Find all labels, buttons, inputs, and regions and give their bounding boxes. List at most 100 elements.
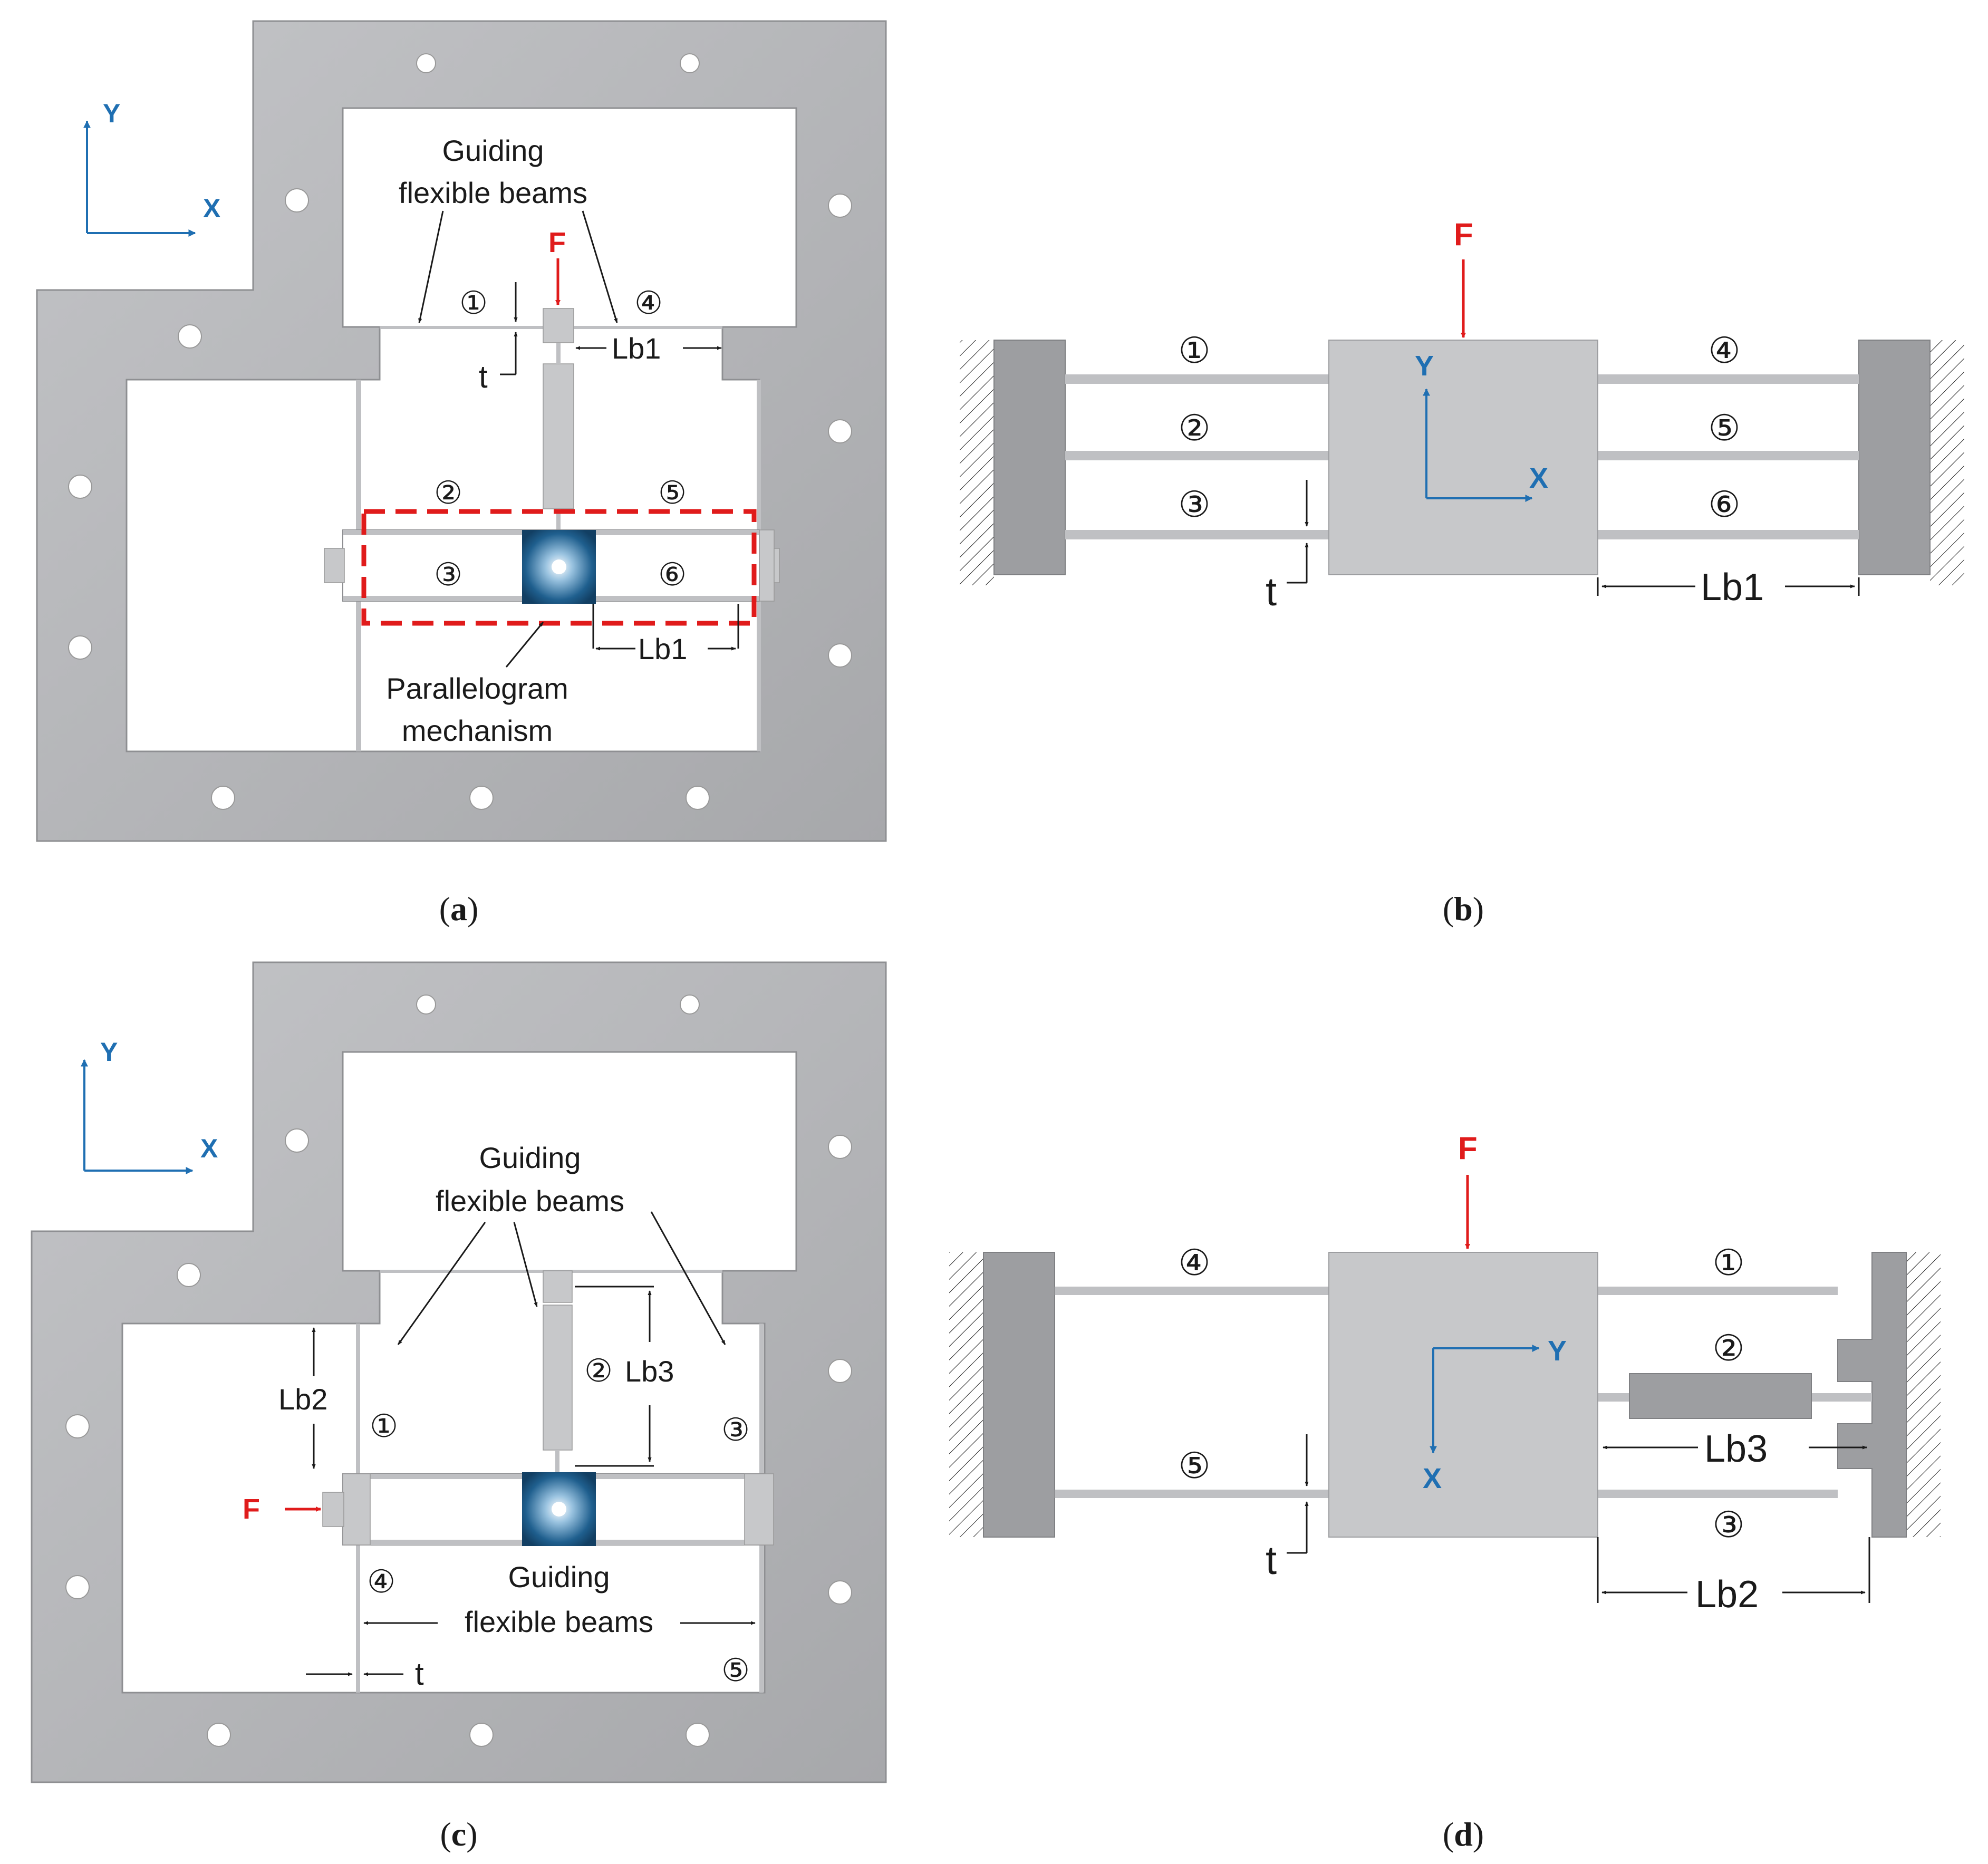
slider-end-right-c xyxy=(744,1473,774,1546)
beam-1-d xyxy=(1598,1287,1838,1295)
thickness-label-d: t xyxy=(1266,1538,1277,1583)
length-label-b: Lb1 xyxy=(1701,566,1764,609)
beam-marker-4-b: ④ xyxy=(1709,331,1741,371)
beam-markers-b: ① ② ③ ④ ⑤ ⑥ xyxy=(1179,331,1741,525)
beam-marker-4-a: ④ xyxy=(634,285,663,321)
length-label-bottom-a: Lb1 xyxy=(638,632,687,665)
beam-marker-5-a: ⑤ xyxy=(658,475,687,510)
fixed-support-right-b xyxy=(1858,340,1931,575)
thickness-dim-d: t xyxy=(1266,1434,1309,1583)
callout-guiding-bottom-line2-c: flexible beams xyxy=(465,1605,653,1638)
fixed-support-left-d xyxy=(983,1252,1055,1538)
panel-label-a: (a) xyxy=(439,890,479,928)
panel-b: Y X F ① ② ③ ④ ⑤ ⑥ t Lb1 (b) xyxy=(960,217,1964,928)
slider-end-left-c xyxy=(342,1473,371,1546)
length-dim-b2-c: Lb2 xyxy=(278,1327,327,1469)
mounting-holes-a xyxy=(68,53,852,810)
thickness-dim-c: t xyxy=(306,1656,424,1692)
panel-label-b: (b) xyxy=(1443,890,1484,928)
input-stub-a xyxy=(543,308,574,343)
hub-hole-a xyxy=(552,559,566,574)
force-a: F xyxy=(548,227,566,305)
beam-4-b xyxy=(1598,374,1859,384)
parallelogram-end-left-a xyxy=(324,548,345,583)
axis-x-label-b: X xyxy=(1529,462,1548,494)
length-label-b3-c: Lb3 xyxy=(625,1355,674,1388)
beam-5-b xyxy=(1598,451,1859,460)
beam-marker-4-d: ④ xyxy=(1179,1243,1211,1283)
beam-marker-5-c: ⑤ xyxy=(721,1653,750,1688)
beam-marker-2-a: ② xyxy=(434,475,462,510)
beam-5-d xyxy=(1055,1490,1329,1498)
length-dim-top-a: Lb1 xyxy=(575,332,722,365)
force-d: F xyxy=(1458,1131,1478,1249)
beam-4-d xyxy=(1055,1287,1329,1295)
parallelogram-outline-a xyxy=(361,509,757,626)
thickness-label-a: t xyxy=(479,359,488,394)
beam-marker-3-b: ③ xyxy=(1179,485,1211,525)
callout-leader-3-c xyxy=(650,1211,726,1345)
central-block-d xyxy=(1328,1252,1598,1538)
beam-marker-1-d: ① xyxy=(1713,1243,1745,1283)
length-dim-b2-d: Lb2 xyxy=(1597,1537,1870,1616)
length-dim-bottom-a: Lb1 xyxy=(592,604,739,665)
axes-c: Y X xyxy=(81,1037,218,1174)
beam-marker-1-b: ① xyxy=(1179,331,1211,371)
callout-leader-left-a xyxy=(418,210,444,323)
vertical-rod-a xyxy=(543,363,574,509)
thickness-label-c: t xyxy=(415,1656,424,1692)
rod-link-c xyxy=(555,1450,559,1474)
mounting-holes-c xyxy=(65,994,852,1747)
callout-leader-right-a xyxy=(582,210,618,323)
beam-marker-6-b: ⑥ xyxy=(1709,485,1741,525)
axes-d: X Y xyxy=(1423,1335,1567,1494)
force-label-a: F xyxy=(548,227,566,258)
force-label-d: F xyxy=(1458,1131,1478,1166)
callout-parallelogram-line2-a: mechanism xyxy=(402,714,553,747)
length-label-b3-d: Lb3 xyxy=(1704,1428,1768,1470)
slider-tab-left-c xyxy=(322,1492,344,1527)
thickness-dim-b: t xyxy=(1266,480,1309,614)
beam-marker-3-c: ③ xyxy=(721,1412,750,1447)
beam-6-b xyxy=(1598,530,1859,539)
length-dim-b3-d: Lb3 xyxy=(1603,1428,1867,1470)
beam-marker-2-c: ② xyxy=(584,1353,613,1388)
callout-leader-parallelogram-a xyxy=(505,622,544,668)
beam-markers-a: ① ④ ② ⑤ ③ ⑥ xyxy=(434,285,687,592)
beam-marker-5-b: ⑤ xyxy=(1709,408,1741,448)
beam-3-b xyxy=(1065,530,1329,539)
axis-x-label-d: X xyxy=(1423,1463,1442,1494)
force-b: F xyxy=(1454,217,1473,338)
length-label-b2-c: Lb2 xyxy=(278,1383,327,1416)
axis-y-label-a: Y xyxy=(103,99,120,128)
hatch-left-d xyxy=(949,1252,983,1537)
beam-markers-d: ④ ① ② ⑤ ③ xyxy=(1179,1243,1745,1545)
callout-parallelogram-line1-a: Parallelogram xyxy=(386,672,568,705)
parallelogram-end-right-a xyxy=(759,529,775,602)
length-label-top-a: Lb1 xyxy=(612,332,661,365)
panel-label-d: (d) xyxy=(1443,1815,1484,1853)
panel-a: Y X F Guiding flexible beams ① ④ ② ⑤ ③ ⑥… xyxy=(36,20,887,928)
beam-marker-3-d: ③ xyxy=(1713,1505,1745,1545)
force-label-b: F xyxy=(1454,217,1473,252)
axis-y-label-c: Y xyxy=(100,1037,118,1067)
beam-marker-6-a: ⑥ xyxy=(658,557,687,592)
axis-y-label-d: Y xyxy=(1548,1335,1567,1367)
beam-marker-5-d: ⑤ xyxy=(1179,1446,1211,1486)
beam-markers-c: ① ② ③ ④ ⑤ xyxy=(367,1353,750,1688)
rod-link2-a xyxy=(556,509,561,533)
beam-marker-2-b: ② xyxy=(1179,408,1211,448)
length-label-b2-d: Lb2 xyxy=(1695,1573,1759,1616)
thickness-label-b: t xyxy=(1266,569,1277,614)
callout-guiding-top-line1-c: Guiding xyxy=(479,1141,581,1174)
callout-leader-2-c xyxy=(513,1222,538,1307)
callout-leader-1-c xyxy=(397,1222,486,1345)
parallelogram-end-right2-a xyxy=(774,548,780,583)
axes-b: Y X xyxy=(1415,350,1548,502)
hatch-right-b xyxy=(1930,340,1964,585)
central-block-b xyxy=(1328,340,1598,575)
panel-label-c: (c) xyxy=(440,1815,477,1853)
axis-y-label-b: Y xyxy=(1415,350,1434,382)
beam-marker-2-d: ② xyxy=(1713,1328,1745,1368)
